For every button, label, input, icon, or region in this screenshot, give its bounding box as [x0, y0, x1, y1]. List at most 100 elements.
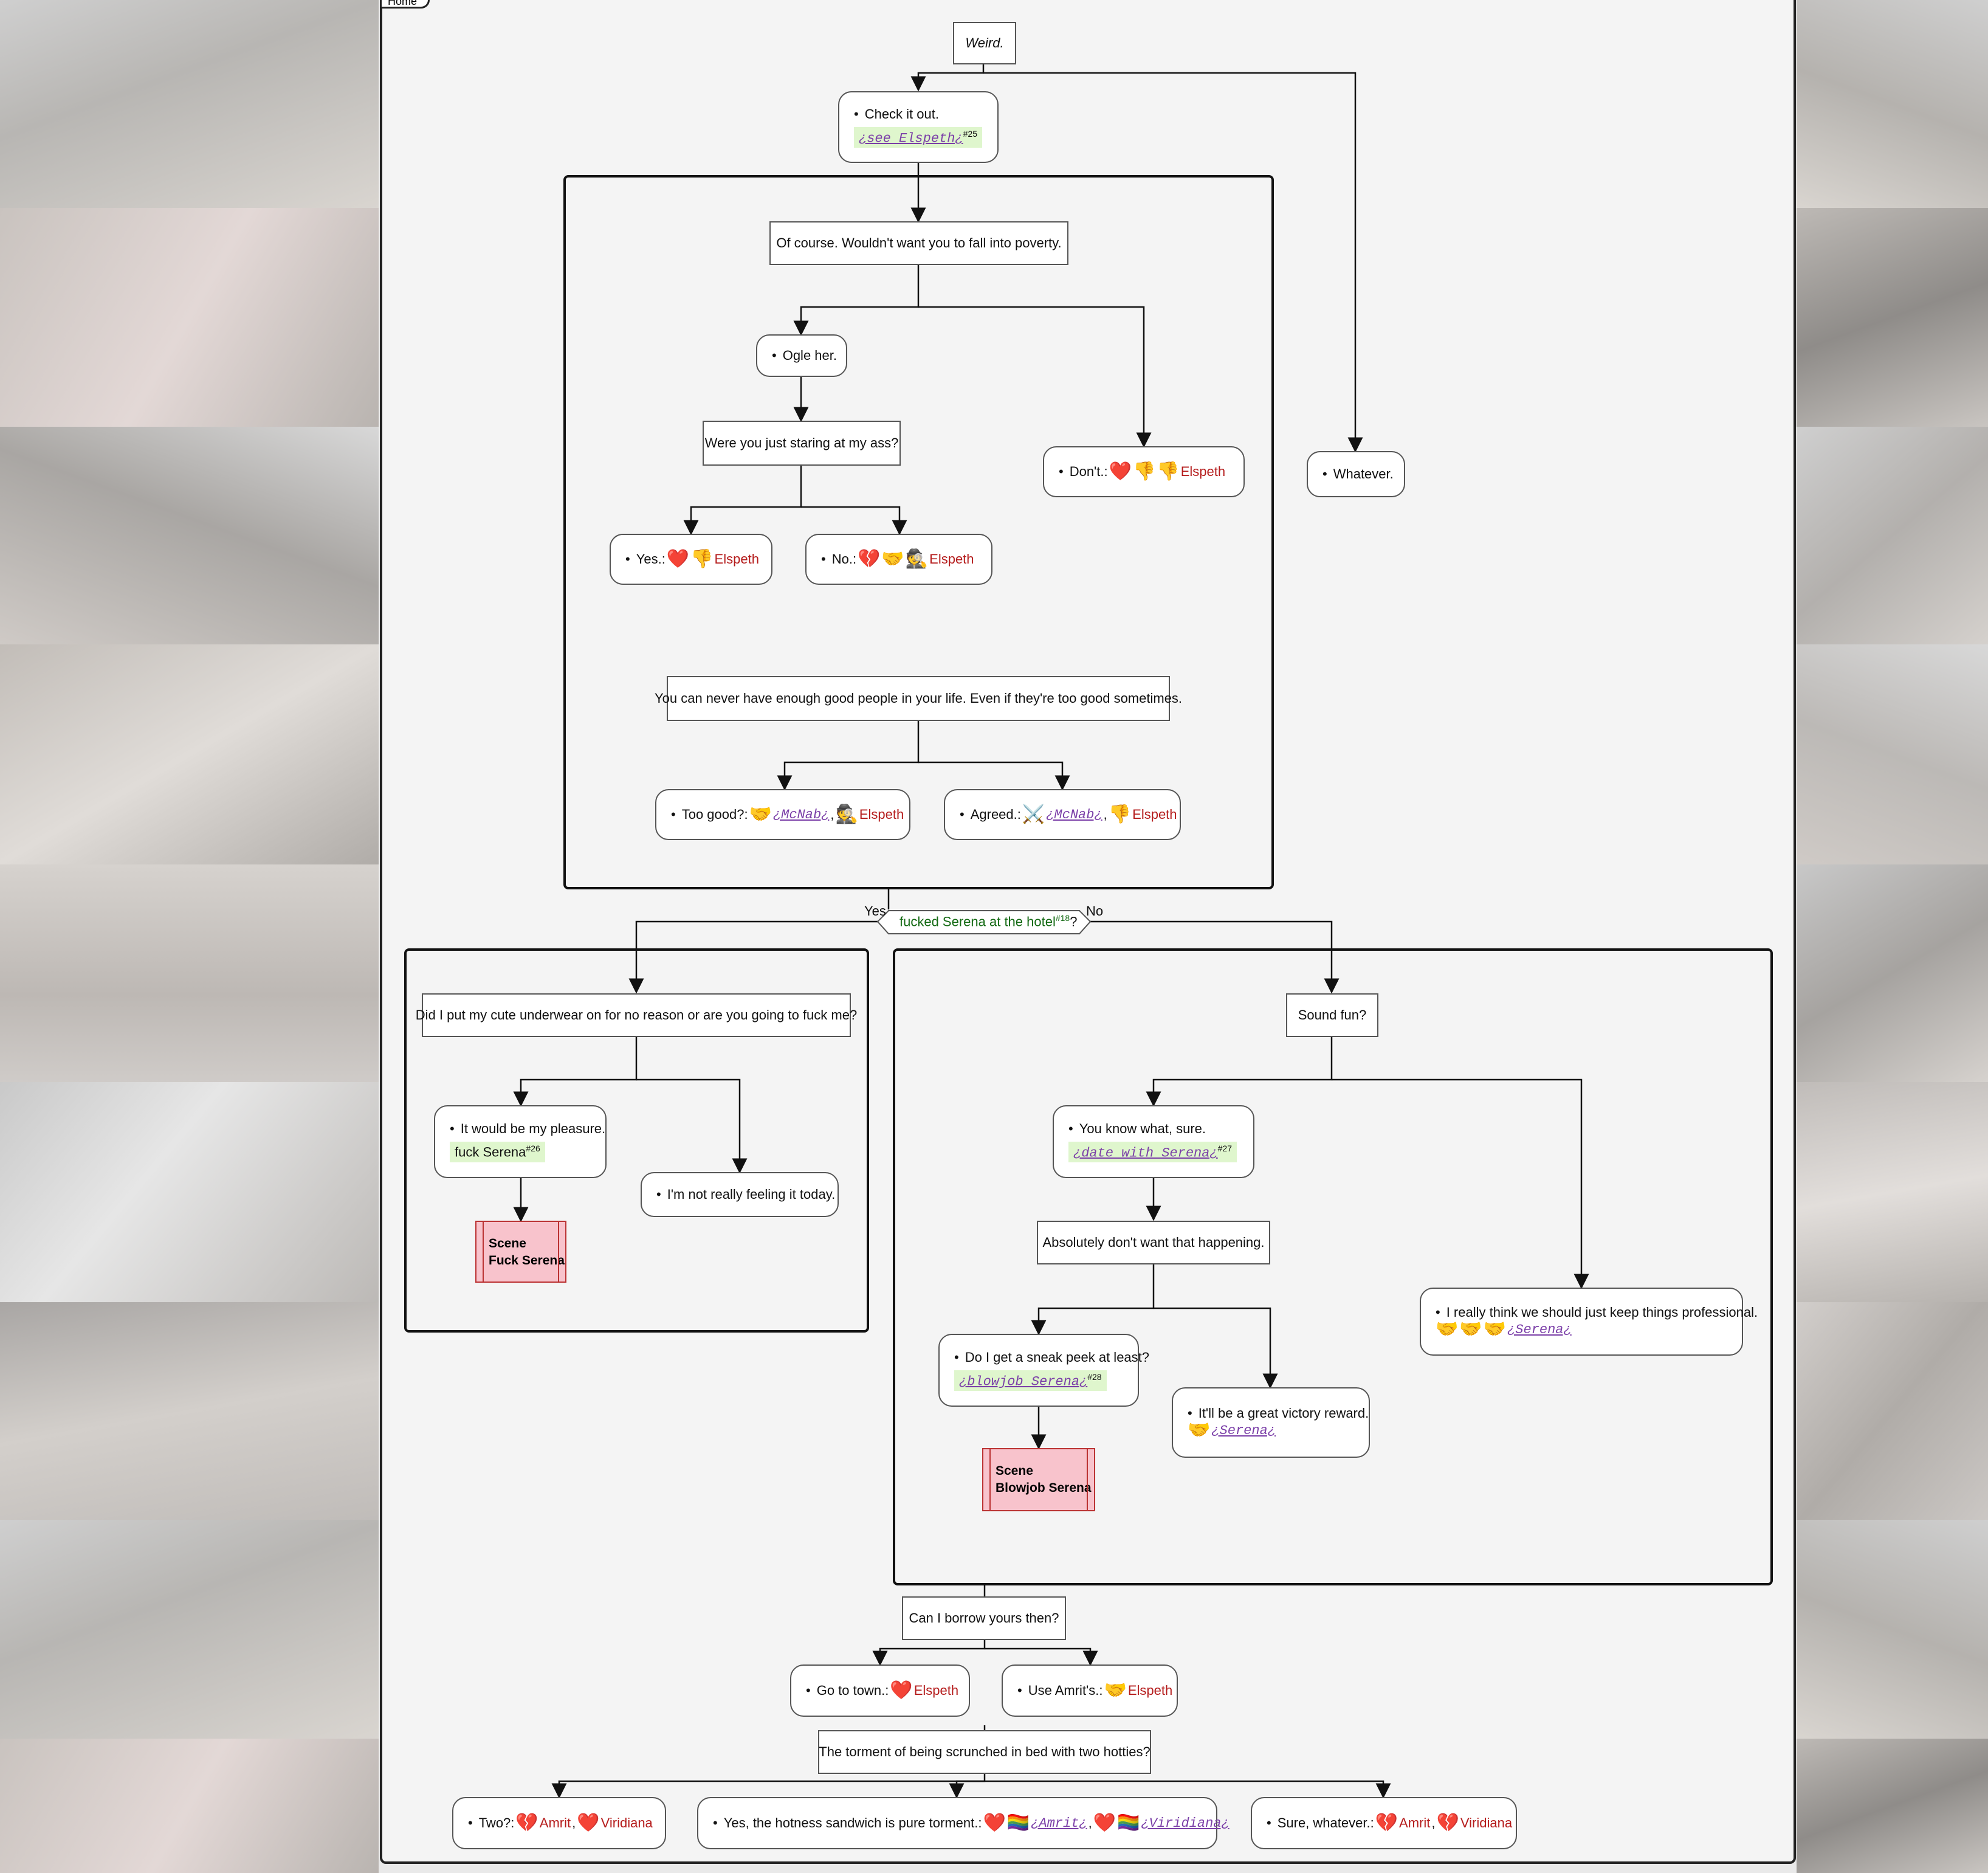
choice-go-to-town[interactable]: •Go to town.:❤️Elspeth	[790, 1664, 970, 1717]
photo-tile	[1797, 427, 1988, 644]
choice-too-good[interactable]: •Too good?:🤝¿McNab¿,🕵️Elspeth	[655, 789, 910, 840]
photo-tile	[1797, 0, 1988, 208]
choice-sneak-peek[interactable]: •Do I get a sneak peek at least? ¿blowjo…	[938, 1334, 1149, 1407]
photo-tile	[1797, 1520, 1988, 1739]
choice-yes[interactable]: •Yes.:❤️👎Elspeth	[610, 534, 772, 585]
choice-label: Agreed.:	[970, 807, 1021, 822]
choice-agreed[interactable]: •Agreed.:⚔️¿McNab¿,👎Elspeth	[944, 789, 1181, 840]
jump-link[interactable]: ¿Amrit¿	[1031, 1815, 1087, 1831]
node-of-course: Of course. Wouldn't want you to fall int…	[769, 221, 1068, 265]
ref-number: #26	[526, 1143, 540, 1154]
broken-heart-icon: 💔	[1375, 1813, 1398, 1833]
heart-icon: ❤️	[577, 1813, 600, 1833]
choice-use-amrits[interactable]: •Use Amrit's.:🤝Elspeth	[1002, 1664, 1178, 1717]
link-tag: ¿see Elspeth¿#25	[854, 126, 982, 148]
photo-tile	[1797, 1739, 1988, 1873]
handshake-icon: 🤝	[881, 549, 904, 569]
choice-whatever[interactable]: •Whatever.	[1307, 451, 1405, 497]
thumbs-down-icon: 👎	[1132, 461, 1156, 481]
rainbow-heart-icon: 🏳️‍🌈	[1006, 1813, 1030, 1833]
spy-icon: 🕵️	[835, 804, 858, 824]
heart-icon: ❤️	[666, 549, 690, 569]
choice-ogle-her[interactable]: •Ogle her.	[756, 334, 847, 377]
choice-not-feeling[interactable]: •I'm not really feeling it today.	[641, 1172, 839, 1217]
separator: ,	[1431, 1815, 1436, 1830]
choice-you-know[interactable]: •You know what, sure. ¿date with Serena¿…	[1053, 1105, 1254, 1178]
thumbs-down-icon: 👎	[690, 549, 714, 569]
character-name: Amrit	[539, 1815, 571, 1830]
choice-label: Too good?:	[681, 807, 748, 822]
handshake-icon: 🤝	[1483, 1319, 1507, 1339]
jump-link[interactable]: ¿see Elspeth¿	[859, 131, 963, 147]
character-name: Amrit	[1399, 1815, 1431, 1830]
rainbow-heart-icon: 🏳️‍🌈	[1117, 1813, 1140, 1833]
character-name: Elspeth	[1132, 807, 1177, 822]
character-name: Elspeth	[714, 551, 759, 567]
separator: ,	[830, 807, 834, 822]
choice-dont[interactable]: •Don't.:❤️👎👎Elspeth	[1043, 446, 1245, 497]
heart-icon: ❤️	[1093, 1813, 1116, 1833]
jump-link[interactable]: ¿McNab¿	[1046, 807, 1102, 823]
choice-pleasure[interactable]: •It would be my pleasure. fuck Serena#26	[434, 1105, 607, 1178]
ref-number: #18	[1055, 913, 1070, 923]
photo-tile	[0, 427, 379, 644]
scene-label: Scene	[489, 1237, 526, 1250]
choice-label: I'm not really feeling it today.	[667, 1187, 836, 1202]
jump-link[interactable]: ¿Serena¿	[1507, 1322, 1572, 1337]
choice-professional[interactable]: •I really think we should just keep thin…	[1420, 1288, 1758, 1356]
link-tag: ¿date with Serena¿#27	[1068, 1141, 1237, 1163]
link-tag: fuck Serena#26	[450, 1142, 545, 1162]
choice-no[interactable]: •No.:💔🤝🕵️Elspeth	[805, 534, 992, 585]
condition-mark: ?	[1070, 914, 1078, 930]
photo-tile	[1797, 208, 1988, 427]
choice-two[interactable]: •Two?:💔Amrit,❤️Viridiana	[452, 1797, 666, 1849]
photo-tile	[0, 1302, 379, 1520]
photo-tile	[0, 0, 379, 208]
choice-label: Ogle her.	[782, 348, 837, 363]
jump-link[interactable]: ¿blowjob Serena¿	[959, 1374, 1088, 1390]
photo-tile	[0, 1739, 379, 1873]
choice-label: Two?:	[478, 1815, 515, 1830]
node-borrow: Can I borrow yours then?	[902, 1596, 1066, 1640]
photo-tile	[0, 1520, 379, 1739]
photo-tile	[1797, 644, 1988, 864]
choice-label: Do I get a sneak peek at least?	[965, 1349, 1150, 1365]
choice-label: Go to town.:	[816, 1683, 889, 1698]
choice-hotness-sandwich[interactable]: •Yes, the hotness sandwich is pure torme…	[697, 1797, 1230, 1849]
node-weird: Weird.	[953, 22, 1016, 64]
character-name: Elspeth	[1180, 464, 1226, 479]
handshake-icon: 🤝	[1104, 1680, 1127, 1700]
choice-check-it-out[interactable]: •Check it out. ¿see Elspeth¿#25	[838, 91, 999, 163]
branch-no-label: No	[1086, 903, 1104, 919]
photo-tile	[0, 208, 379, 427]
node-torment: The torment of being scrunched in bed wi…	[818, 1730, 1151, 1774]
scene-title: Fuck Serena	[489, 1254, 565, 1268]
thumbs-down-icon: 👎	[1108, 804, 1132, 824]
handshake-icon: 🤝	[1188, 1420, 1211, 1440]
flag-name: fuck Serena	[455, 1144, 526, 1160]
jump-link[interactable]: ¿McNab¿	[772, 807, 830, 823]
character-name: Elspeth	[859, 807, 904, 822]
broken-heart-icon: 💔	[515, 1813, 538, 1833]
jump-link[interactable]: ¿date with Serena¿	[1073, 1145, 1218, 1161]
choice-sure-whatever[interactable]: •Sure, whatever.:💔Amrit,💔Viridiana	[1251, 1797, 1517, 1849]
separator: ,	[1088, 1815, 1092, 1830]
broken-heart-icon: 💔	[858, 549, 881, 569]
photo-tile	[1797, 864, 1988, 1082]
jump-link[interactable]: ¿Viridiana¿	[1141, 1815, 1230, 1831]
jump-link[interactable]: ¿Serena¿	[1211, 1423, 1276, 1438]
swords-icon: ⚔️	[1022, 804, 1045, 824]
choice-label: I really think we should just keep thing…	[1446, 1305, 1758, 1320]
condition-label: fucked Serena at the hotel#18?	[899, 913, 1077, 930]
background-collage-left	[0, 0, 379, 1873]
choice-label: Don't.:	[1069, 464, 1108, 479]
condition-text: fucked Serena at the hotel	[899, 914, 1056, 930]
choice-victory[interactable]: •It'll be a great victory reward. 🤝¿Sere…	[1172, 1387, 1370, 1458]
choice-label: Use Amrit's.:	[1028, 1683, 1103, 1698]
heart-icon: ❤️	[1109, 461, 1132, 481]
heart-icon: ❤️	[983, 1813, 1006, 1833]
node-absolutely: Absolutely don't want that happening.	[1037, 1221, 1270, 1264]
